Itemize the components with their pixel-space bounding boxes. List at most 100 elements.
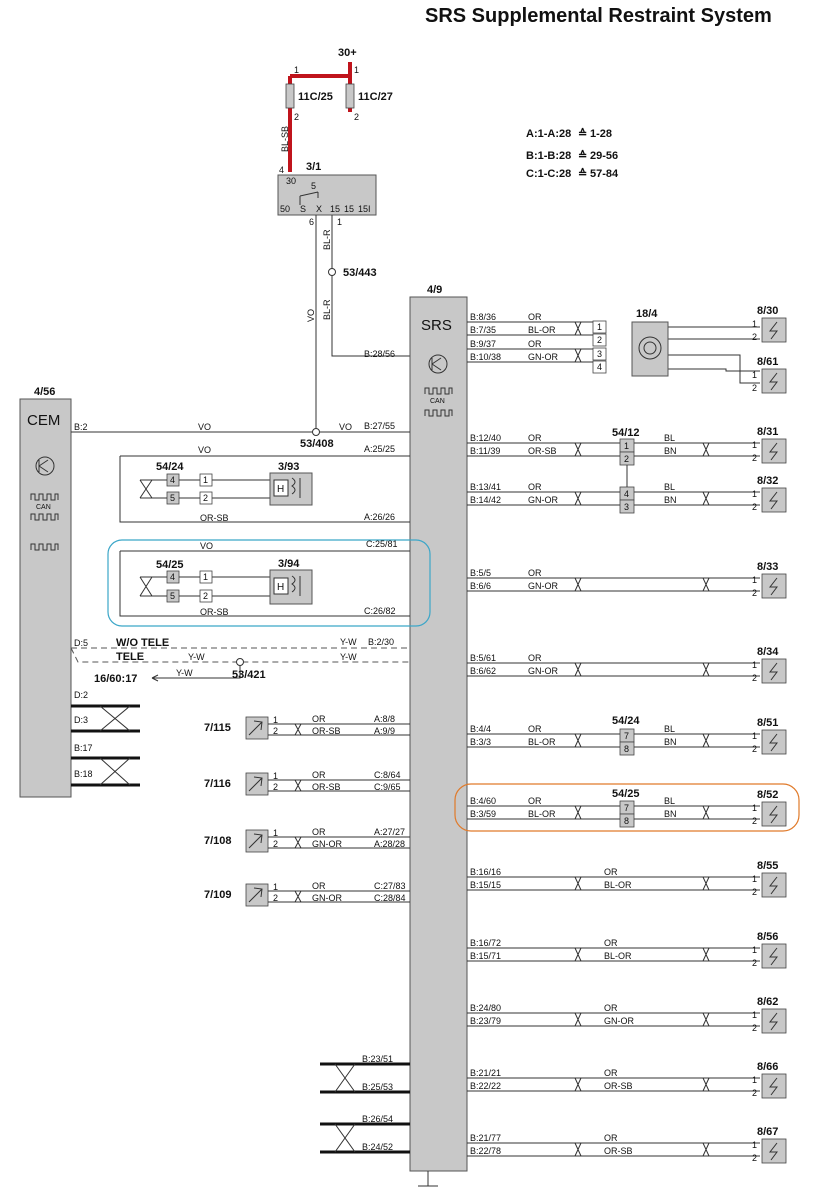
pin-map-sym-a: ≙ bbox=[578, 127, 587, 140]
pin-b2654: B:26/54 bbox=[362, 1114, 393, 1124]
ignition-pin-50: 50 bbox=[280, 204, 290, 214]
output-twist bbox=[574, 947, 582, 962]
squib-pin-2: 2 bbox=[752, 887, 757, 897]
squib-box bbox=[761, 729, 787, 755]
squib-pin-2: 2 bbox=[752, 502, 757, 512]
squib-pin-2: 2 bbox=[752, 1088, 757, 1098]
squib-lightning-icon bbox=[768, 733, 778, 752]
cem-pin-b17: B:17 bbox=[74, 743, 93, 753]
output-color-2: GN-OR bbox=[528, 352, 558, 362]
splice-53-443-icon bbox=[328, 268, 336, 276]
cem-pin-d2: D:2 bbox=[74, 690, 88, 700]
pin-a2525: A:25/25 bbox=[364, 444, 395, 454]
bottom-bus: B:23/51 B:25/53 B:26/54 B:24/52 bbox=[320, 1054, 410, 1154]
output-pin-1: B:5/61 bbox=[470, 653, 496, 663]
pin-b2553: B:25/53 bbox=[362, 1082, 393, 1092]
pin-c2682: C:26/82 bbox=[364, 606, 396, 616]
h394-p2: 2 bbox=[203, 591, 208, 601]
cem-id: 4/56 bbox=[34, 386, 55, 398]
clock-spring-core-icon bbox=[643, 341, 657, 355]
output-color-2: GN-OR bbox=[604, 1016, 634, 1026]
cem-can-label: CAN bbox=[36, 504, 51, 511]
output-color-2: GN-OR bbox=[528, 666, 558, 676]
squib-pin-2: 2 bbox=[752, 588, 757, 598]
connector-54-12: 54/12 1 2 4 3 bbox=[612, 427, 640, 514]
output-twist bbox=[702, 1012, 710, 1027]
output-pin-2: B:15/71 bbox=[470, 951, 501, 961]
output-color-right-1: BL bbox=[664, 482, 675, 492]
sensor-twist bbox=[294, 723, 302, 736]
conn-54-24-p5: 5 bbox=[170, 493, 175, 503]
sensor-arrow-icon bbox=[248, 720, 263, 736]
output-id: 8/55 bbox=[757, 860, 778, 872]
sensor-srs-pin-1: C:27/83 bbox=[374, 881, 406, 891]
squib-box bbox=[761, 317, 787, 343]
ignition-switch: 3/1 30 4 5 50 S X 15 15 15I 6 1 BL-R 53/… bbox=[277, 161, 410, 432]
output-pin-2: B:6/6 bbox=[470, 581, 491, 591]
srs-can-label: CAN bbox=[430, 398, 445, 405]
squib-lightning-icon bbox=[768, 1142, 778, 1161]
highlight-blue bbox=[107, 539, 431, 627]
sensor-box bbox=[245, 829, 269, 853]
squib-box bbox=[761, 658, 787, 684]
output-id: 8/62 bbox=[757, 996, 778, 1008]
output-pin-1: B:16/72 bbox=[470, 938, 501, 948]
output-color-right-1: BL bbox=[664, 724, 675, 734]
output-color-1: OR bbox=[528, 796, 542, 806]
pin-map-range-a: A:1-A:28 bbox=[526, 128, 571, 140]
sensor-pin-1: 1 bbox=[273, 715, 278, 725]
sensor-twist bbox=[294, 779, 302, 792]
squib-pin-1: 1 bbox=[752, 1010, 757, 1020]
output-id: 8/31 bbox=[757, 426, 778, 438]
output-color-2: GN-OR bbox=[528, 581, 558, 591]
output-id: 8/56 bbox=[757, 931, 778, 943]
squib-box bbox=[761, 943, 787, 969]
ignition-pin-4: 4 bbox=[279, 165, 284, 175]
pin-map-to-c: 57-84 bbox=[590, 168, 619, 180]
sensor-id: 7/116 bbox=[204, 778, 231, 790]
output-twist bbox=[702, 662, 710, 677]
output-id: 8/66 bbox=[757, 1061, 778, 1073]
squib-pin-2: 2 bbox=[752, 816, 757, 826]
pin-map-sym-c: ≙ bbox=[578, 167, 587, 180]
squib-pin-2: 2 bbox=[752, 383, 757, 393]
page-title: SRS Supplemental Restraint System bbox=[425, 5, 772, 27]
output-color-2: OR-SB bbox=[604, 1081, 633, 1091]
splice-53-443-label: 53/443 bbox=[343, 267, 377, 279]
output-id: 8/32 bbox=[757, 475, 778, 487]
output-color-2: BL-OR bbox=[528, 737, 556, 747]
squib-pin-1: 1 bbox=[752, 874, 757, 884]
fuse-11c27 bbox=[345, 83, 355, 109]
orsb-1: OR-SB bbox=[200, 513, 229, 523]
output-color-1: OR bbox=[528, 433, 542, 443]
output-pin-1: B:21/21 bbox=[470, 1068, 501, 1078]
pin-b2351: B:23/51 bbox=[362, 1054, 393, 1064]
srs-id: 4/9 bbox=[427, 284, 442, 296]
pin-map-to-b: 29-56 bbox=[590, 150, 618, 162]
pin-b230: B:2/30 bbox=[368, 637, 394, 647]
cem-bus-twist bbox=[99, 705, 131, 786]
output-twist bbox=[574, 577, 582, 592]
output-twist bbox=[702, 577, 710, 592]
cem-pin-b18: B:18 bbox=[74, 769, 93, 779]
wo-tele-label: W/O TELE bbox=[116, 637, 169, 649]
sensor-twist bbox=[294, 836, 302, 849]
wire-loop-1 bbox=[119, 455, 410, 523]
output-id: 8/34 bbox=[757, 646, 779, 658]
output-color-2: BL-OR bbox=[528, 809, 556, 819]
output-color-2: GN-OR bbox=[528, 495, 558, 505]
conn-54-24-label: 54/24 bbox=[156, 461, 184, 473]
sensor-box bbox=[245, 716, 269, 740]
ref-16-60-17: 16/60:17 bbox=[94, 673, 137, 685]
sensor-pin-2: 2 bbox=[273, 893, 278, 903]
squib-pin-1: 1 bbox=[752, 370, 757, 380]
c5424r-p8: 8 bbox=[624, 744, 629, 754]
sensor-arrow-icon bbox=[248, 887, 263, 903]
wire-vo-label: VO bbox=[306, 309, 316, 322]
sensor-color-1: OR bbox=[312, 714, 326, 724]
ignition-id: 3/1 bbox=[306, 161, 321, 173]
wire-blr-ignition bbox=[331, 215, 410, 357]
